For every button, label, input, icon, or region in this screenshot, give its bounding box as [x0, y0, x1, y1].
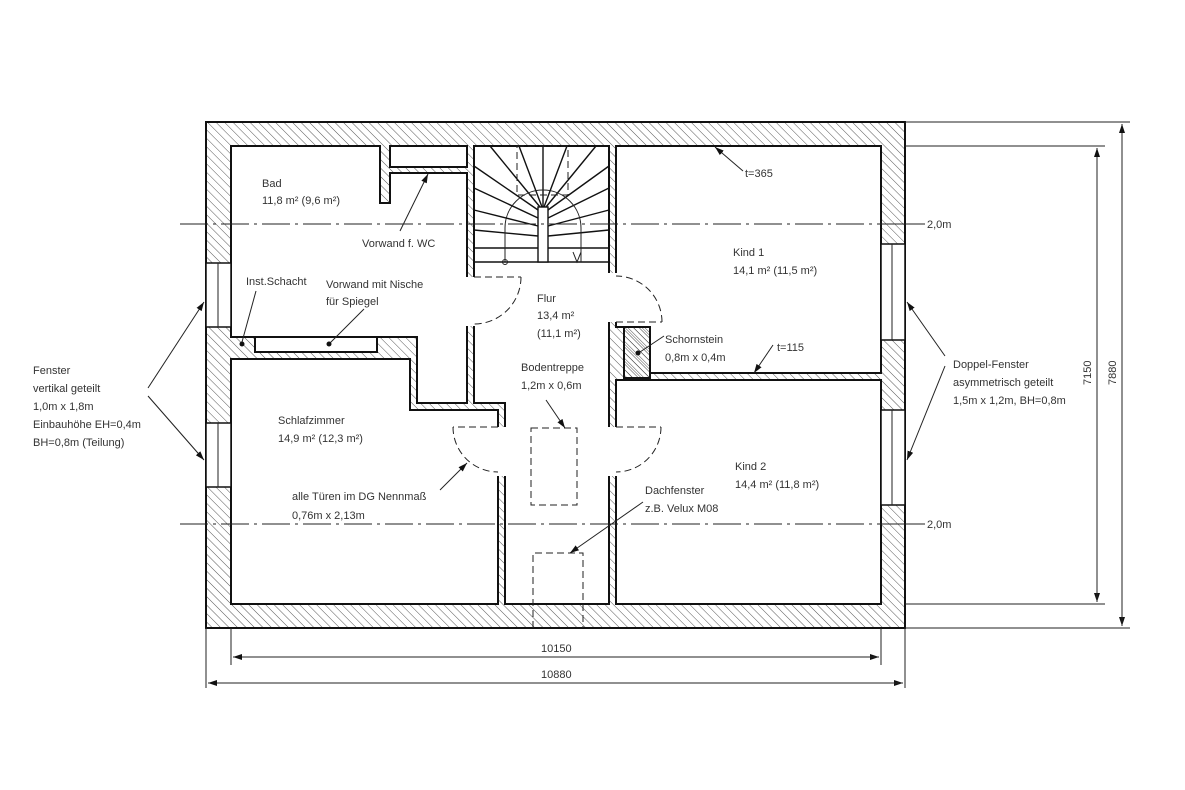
room-area-kind1: 14,1 m² (11,5 m²): [733, 265, 817, 277]
note-tueren-2: 0,76m x 2,13m: [292, 510, 365, 522]
note-wall-inner: t=115: [777, 342, 804, 354]
room-label-kind1: Kind 1: [733, 247, 764, 259]
dim-inner-depth: 7150: [1082, 361, 1094, 385]
room-area2-flur: (11,1 m²): [537, 328, 581, 340]
note-fenster-left: Fenster vertikal geteilt 1,0m x 1,8m Ein…: [33, 365, 141, 449]
room-label-flur: Flur: [537, 293, 556, 305]
door-schlafzimmer[interactable]: [452, 426, 499, 473]
window-left-lower: [205, 422, 232, 488]
note-vorwand-nische-1: Vorwand mit Nische: [326, 279, 423, 291]
room-area-bad: 11,8 m² (9,6 m²): [262, 195, 340, 207]
note-schornstein-2: 0,8m x 0,4m: [665, 352, 726, 364]
room-label-bad: Bad: [262, 178, 282, 190]
window-right-upper: [880, 243, 906, 341]
room-kind1: [615, 145, 882, 374]
svg-text:Fenster: Fenster: [33, 365, 71, 377]
dimension-lines: [205, 121, 1130, 688]
room-label-kind2: Kind 2: [735, 461, 766, 473]
attic-stair-outline: [530, 427, 578, 506]
note-inst-schacht: Inst.Schacht: [246, 276, 307, 288]
dim-outer-width: 10880: [541, 669, 572, 681]
room-schlafzimmer: [230, 358, 499, 605]
room-kind2: [615, 379, 882, 605]
note-wall-outer: t=365: [745, 168, 773, 180]
svg-text:BH=0,8m (Teilung): BH=0,8m (Teilung): [33, 437, 124, 449]
note-fenster-right: Doppel-Fenster asymmetrisch geteilt 1,5m…: [953, 359, 1066, 407]
mirror-niche-box: [254, 336, 378, 353]
door-bad[interactable]: [473, 276, 522, 325]
wc-wall-box: [389, 145, 468, 168]
svg-text:vertikal geteilt: vertikal geteilt: [33, 383, 100, 395]
svg-text:asymmetrisch geteilt: asymmetrisch geteilt: [953, 377, 1053, 389]
note-bodentreppe-1: Bodentreppe: [521, 362, 584, 374]
svg-text:1,5m x 1,2m, BH=0,8m: 1,5m x 1,2m, BH=0,8m: [953, 395, 1066, 407]
note-vorwand-nische-2: für Spiegel: [326, 296, 379, 308]
svg-text:Einbauhöhe EH=0,4m: Einbauhöhe EH=0,4m: [33, 419, 141, 431]
room-flur: [473, 145, 610, 605]
note-vorwand-wc: Vorwand f. WC: [362, 238, 435, 250]
note-tueren-1: alle Türen im DG Nennmaß: [292, 491, 427, 503]
window-right-lower: [880, 409, 906, 506]
note-dachfenster-2: z.B. Velux M08: [645, 503, 718, 515]
height-label-top: 2,0m: [927, 219, 951, 231]
staircase: [473, 145, 610, 265]
door-kind2[interactable]: [615, 426, 662, 473]
note-dachfenster-1: Dachfenster: [645, 485, 705, 497]
door-kind1[interactable]: [615, 275, 663, 323]
room-label-schlafzimmer: Schlafzimmer: [278, 415, 345, 427]
note-bodentreppe-2: 1,2m x 0,6m: [521, 380, 582, 392]
window-left-upper: [205, 262, 232, 328]
roof-window-outline: [532, 552, 584, 628]
note-schornstein-1: Schornstein: [665, 334, 723, 346]
door-openings: [466, 273, 617, 476]
height-label-bottom: 2,0m: [927, 519, 951, 531]
room-area-schlafzimmer: 14,9 m² (12,3 m²): [278, 433, 363, 445]
dim-outer-depth: 7880: [1107, 361, 1119, 385]
dim-inner-width: 10150: [541, 643, 572, 655]
room-area-kind2: 14,4 m² (11,8 m²): [735, 479, 819, 491]
room-area-flur: 13,4 m²: [537, 310, 575, 322]
svg-text:Doppel-Fenster: Doppel-Fenster: [953, 359, 1029, 371]
svg-text:1,0m x 1,8m: 1,0m x 1,8m: [33, 401, 94, 413]
chimney-dot: [635, 350, 641, 356]
